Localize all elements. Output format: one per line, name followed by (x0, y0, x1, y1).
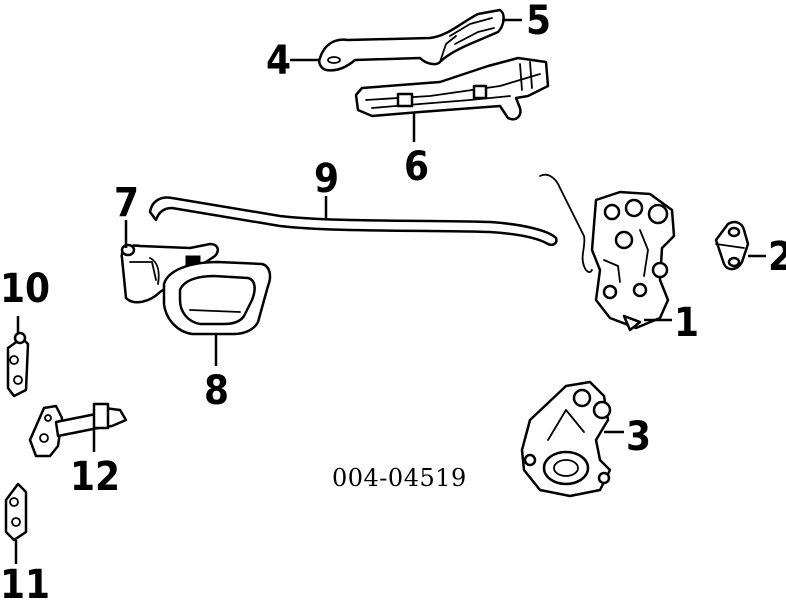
upper-hinge-part (6, 331, 30, 398)
door-check-part (28, 402, 128, 458)
callout-1: 1 (674, 300, 699, 346)
callout-12: 12 (70, 454, 120, 500)
leader-lines (14, 18, 766, 564)
latch-part (520, 380, 612, 498)
lower-hinge-part (4, 482, 28, 542)
callout-8: 8 (204, 368, 229, 414)
callout-7: 7 (114, 180, 139, 226)
callout-6: 6 (404, 144, 429, 190)
callout-10: 10 (0, 266, 50, 312)
handle-frame-part (354, 56, 550, 121)
door-lock-part (539, 173, 676, 332)
striker-part (714, 220, 750, 271)
callout-2: 2 (768, 234, 786, 280)
inside-handle-part (120, 242, 272, 336)
callout-5: 5 (526, 0, 551, 44)
diagram-code: 004-04519 (332, 464, 467, 492)
callout-11: 11 (0, 562, 50, 600)
callout-9: 9 (314, 156, 339, 202)
lock-rod-part (148, 196, 558, 246)
callout-3: 3 (626, 414, 651, 460)
callout-4: 4 (266, 38, 291, 84)
outside-handle-part (318, 8, 505, 72)
